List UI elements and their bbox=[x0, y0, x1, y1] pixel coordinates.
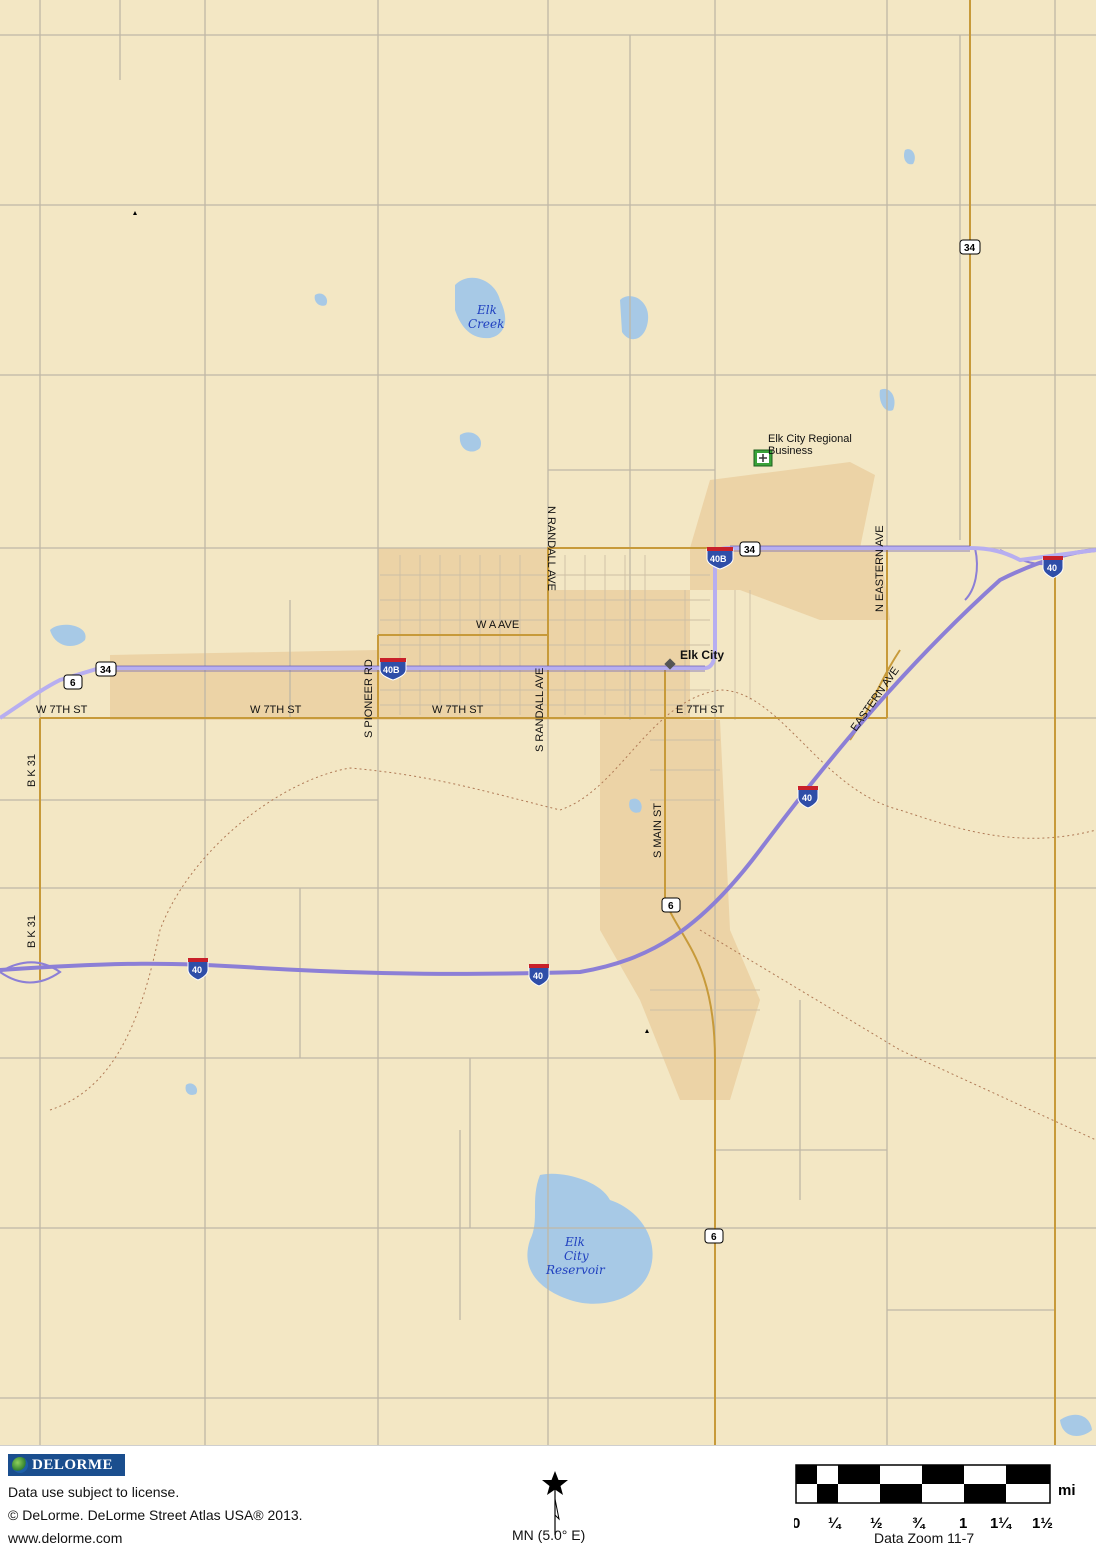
street-label-pioneer: S PIONEER RD bbox=[363, 659, 375, 738]
i40-shield-1: 40 bbox=[187, 958, 209, 981]
sh34-shield-1: 34 bbox=[95, 661, 117, 677]
i40b-shield-2: 40B bbox=[706, 547, 734, 570]
svg-text:40: 40 bbox=[802, 793, 812, 803]
street-label-w7th-2: W 7TH ST bbox=[250, 704, 302, 716]
svg-text:40: 40 bbox=[1047, 563, 1057, 573]
street-label-w7th-1: W 7TH ST bbox=[36, 704, 88, 716]
brand-name: DELORME bbox=[32, 1456, 114, 1473]
street-label-bk31-1: B K 31 bbox=[26, 754, 38, 787]
north-arrow bbox=[542, 1471, 568, 1535]
street-label-w7th-3: W 7TH ST bbox=[432, 704, 484, 716]
reservoir-label-line3: Reservoir bbox=[545, 1263, 606, 1277]
data-zoom-label: Data Zoom 11-7 bbox=[874, 1530, 975, 1546]
svg-text:6: 6 bbox=[711, 1232, 717, 1243]
globe-icon bbox=[12, 1457, 28, 1473]
us6-shield-1: 6 bbox=[63, 674, 83, 690]
scale-tick: 1¼ bbox=[990, 1515, 1012, 1532]
delorme-logo: DELORME bbox=[8, 1454, 125, 1476]
i40b-shield-1: 40B bbox=[379, 658, 407, 681]
us6-shield-2: 6 bbox=[661, 897, 681, 913]
scale-tick: ¼ bbox=[828, 1515, 842, 1532]
svg-text:34: 34 bbox=[744, 545, 756, 556]
street-label-e7th: E 7TH ST bbox=[676, 704, 725, 716]
elk-creek-label-line1: Elk bbox=[476, 303, 497, 317]
scale-tick: 1 bbox=[959, 1515, 967, 1532]
us6-shield-3: 6 bbox=[704, 1228, 724, 1244]
elk-creek-label-line2: Creek bbox=[468, 317, 504, 331]
map-canvas[interactable]: Elk City Regional Business Elk City Elk … bbox=[0, 0, 1096, 1445]
street-label-n-eastern: N EASTERN AVE bbox=[874, 525, 886, 612]
railroad bbox=[49, 689, 1096, 1141]
svg-text:40B: 40B bbox=[383, 665, 400, 675]
street-label-s-randall: S RANDALL AVE bbox=[534, 668, 546, 752]
city-label: Elk City bbox=[680, 648, 724, 662]
elk-creek-lake bbox=[455, 277, 506, 339]
website-link[interactable]: www.delorme.com bbox=[8, 1530, 123, 1546]
business-loop-40b bbox=[0, 546, 1096, 720]
svg-text:40: 40 bbox=[533, 971, 543, 981]
map-footer: DELORME Data use subject to license. © D… bbox=[0, 1445, 1096, 1552]
svg-text:34: 34 bbox=[964, 243, 976, 254]
airport-label-line2: Business bbox=[768, 445, 813, 457]
landmark-triangle-icon bbox=[133, 211, 137, 215]
i40-shield-4: 40 bbox=[1042, 556, 1064, 579]
scale-tick: ¾ bbox=[912, 1515, 926, 1532]
i40-shield-3: 40 bbox=[797, 786, 819, 809]
street-label-n-randall: N RANDALL AVE bbox=[545, 506, 557, 591]
city-marker[interactable] bbox=[664, 658, 676, 670]
airport-label-line1: Elk City Regional bbox=[768, 433, 852, 445]
street-label-wa-ave: W A AVE bbox=[476, 619, 519, 631]
scale-tick: ½ bbox=[870, 1515, 883, 1532]
water-bodies bbox=[50, 149, 1092, 1436]
elk-city-reservoir bbox=[527, 1173, 653, 1304]
svg-text:40B: 40B bbox=[710, 554, 727, 564]
sh34-shield-3: 34 bbox=[959, 239, 981, 255]
svg-text:40: 40 bbox=[192, 965, 202, 975]
airport-marker[interactable] bbox=[753, 449, 773, 467]
svg-text:6: 6 bbox=[70, 678, 76, 689]
license-text: Data use subject to license. bbox=[8, 1484, 180, 1500]
reservoir-label-line1: Elk bbox=[564, 1235, 585, 1249]
north-star-icon bbox=[542, 1471, 568, 1495]
landmark-triangle-icon bbox=[645, 1029, 649, 1033]
scale-unit: mi bbox=[1058, 1482, 1076, 1499]
street-label-s-main: S MAIN ST bbox=[652, 803, 664, 858]
svg-text:6: 6 bbox=[668, 901, 674, 912]
reservoir-label-line2: City bbox=[564, 1249, 589, 1263]
svg-text:34: 34 bbox=[100, 665, 112, 676]
scale-bar: mi 0 ¼ ½ ¾ 1 1¼ 1½ bbox=[794, 1464, 1076, 1532]
scale-tick: 0 bbox=[794, 1515, 800, 1532]
copyright-text: © DeLorme. DeLorme Street Atlas USA® 201… bbox=[8, 1507, 303, 1523]
i40-shield-2: 40 bbox=[528, 964, 550, 987]
scale-tick: 1½ bbox=[1032, 1515, 1053, 1532]
street-label-bk31-2: B K 31 bbox=[26, 915, 38, 948]
map-svg[interactable]: Elk City Regional Business Elk City Elk … bbox=[0, 0, 1096, 1445]
sh34-shield-2: 34 bbox=[739, 541, 761, 557]
magnetic-north-label: MN (5.0° E) bbox=[512, 1527, 586, 1543]
